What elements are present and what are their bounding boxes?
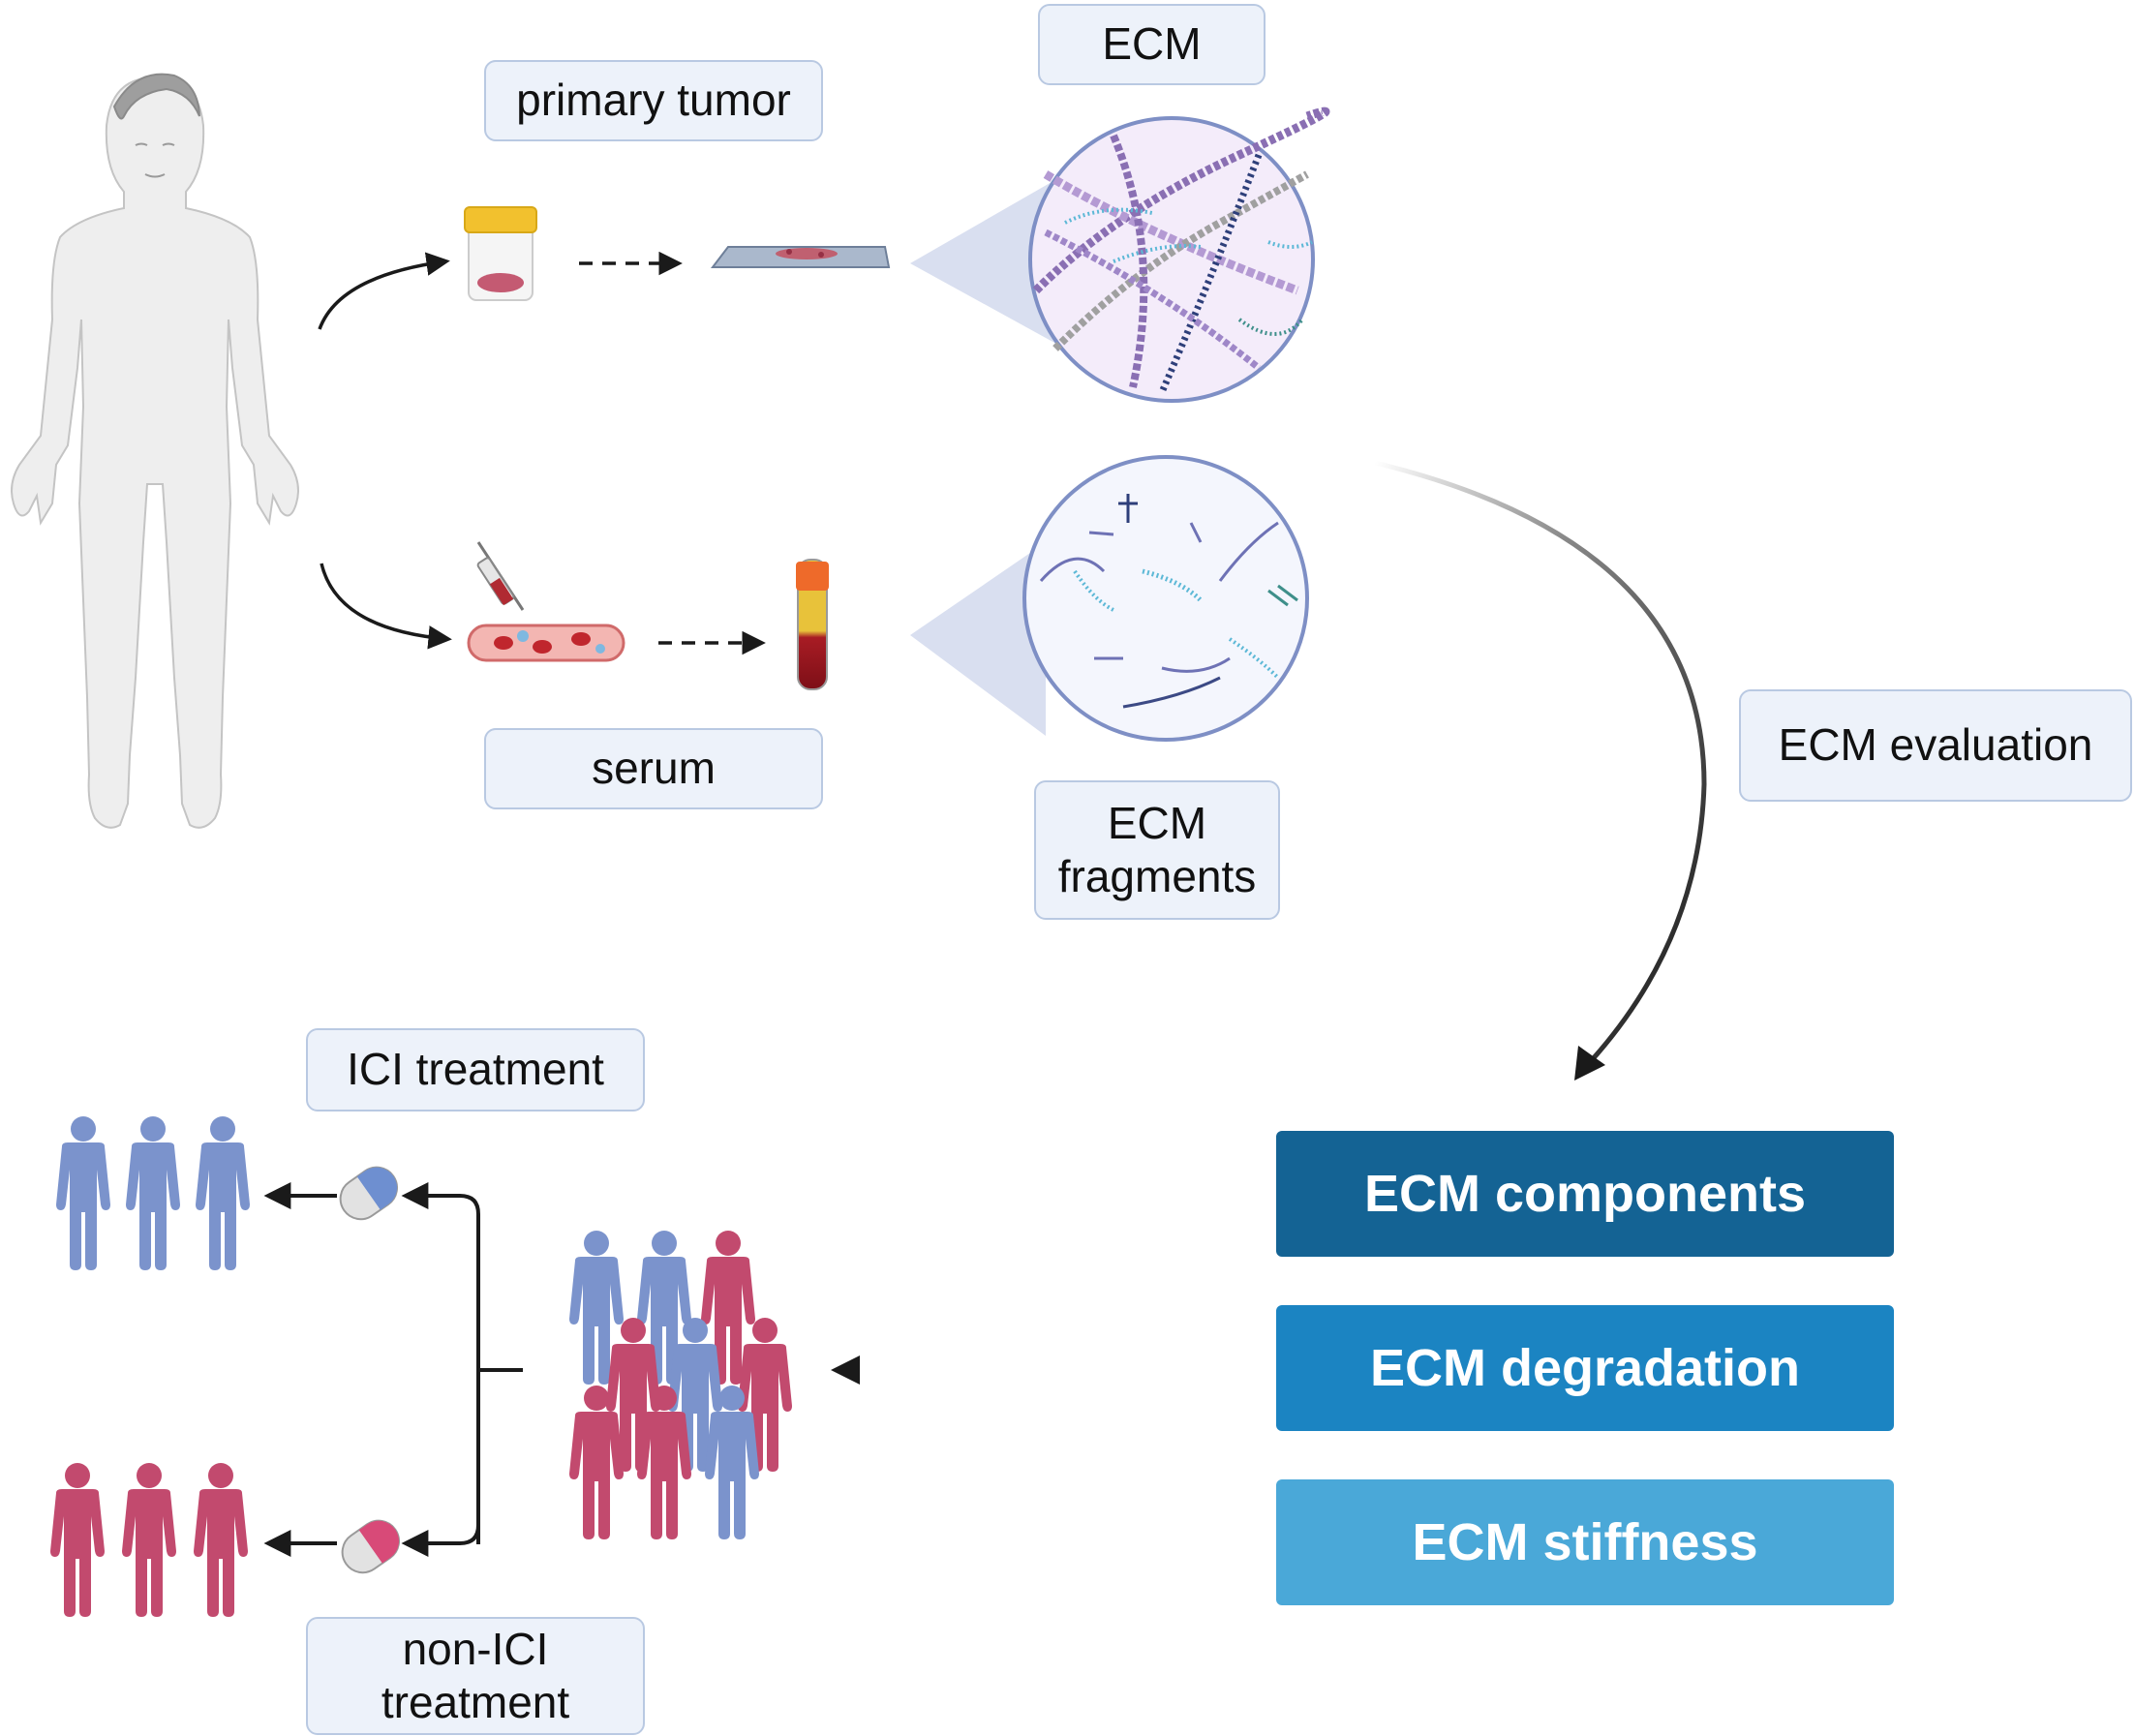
bar-ecm-degradation-text: ECM degradation [1369,1339,1801,1397]
person-icon [122,1463,176,1617]
person-icon [569,1386,624,1539]
person-icon [196,1116,250,1270]
label-primary-tumor-text: primary tumor [516,75,791,126]
ici-patients-group [56,1116,250,1270]
treatment-branch-arrows [263,1182,523,1557]
microscope-slide-icon [710,246,891,268]
label-ecm-fragments: ECM fragments [1034,780,1280,920]
label-ici-treatment: ICI treatment [306,1028,645,1112]
person-icon [50,1463,105,1617]
person-icon [194,1463,248,1617]
arrow-to-tumor [318,252,450,330]
label-non-ici-treatment: non-ICI treatment [306,1617,645,1735]
bar-ecm-components: ECM components [1276,1131,1894,1257]
label-primary-tumor: primary tumor [484,60,823,141]
pill-blue-icon [339,1166,399,1221]
bar-ecm-stiffness-text: ECM stiffness [1412,1513,1758,1571]
magnifier-cone-ecm [910,174,1065,349]
label-non-ici-line2: treatment [381,1677,570,1727]
person-icon [126,1116,180,1270]
blood-vessel-icon [467,624,625,662]
bar-ecm-stiffness: ECM stiffness [1276,1479,1894,1605]
pill-red-icon [341,1519,401,1574]
bar-ecm-degradation: ECM degradation [1276,1305,1894,1431]
label-ecm-fragments-line1: ECM [1107,797,1207,848]
specimen-jar-icon [464,206,537,301]
label-ecm-evaluation: ECM evaluation [1739,689,2132,802]
patient-crowd [569,1231,792,1539]
person-icon [56,1116,110,1270]
magnifier-cone-fragments [910,542,1046,736]
label-serum: serum [484,728,823,809]
label-ecm-text: ECM [1102,18,1202,70]
blood-tube-icon [796,559,829,690]
label-serum-text: serum [592,743,716,794]
person-icon [738,1318,792,1472]
syringe-icon [476,541,525,611]
label-ecm-fragments-line2: fragments [1057,851,1257,901]
non-ici-patients-group [50,1463,248,1617]
label-ecm: ECM [1038,4,1266,85]
label-ici-treatment-text: ICI treatment [347,1044,604,1095]
evaluation-arrow [1374,460,1707,1077]
ecm-fragments-magnified-icon [1022,455,1309,742]
arrow-to-serum [320,563,452,650]
label-non-ici-line1: non-ICI [402,1623,549,1674]
ecm-magnified-icon [1028,107,1330,403]
bar-ecm-components-text: ECM components [1363,1165,1807,1223]
label-ecm-evaluation-text: ECM evaluation [1778,719,2093,771]
person-icon [705,1386,759,1539]
human-body-icon [11,73,299,829]
